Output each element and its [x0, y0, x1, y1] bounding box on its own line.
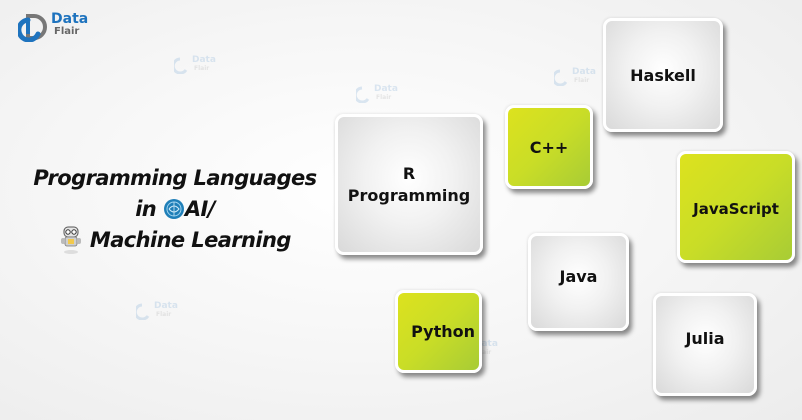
tile-r-programming: R Programming: [335, 114, 483, 255]
watermark-logo: Data Flair: [356, 85, 400, 105]
watermark-subtext: Flair: [476, 349, 492, 356]
dataflair-logo: Data Flair: [18, 10, 88, 44]
tile-r-label-line2: Programming: [347, 185, 471, 205]
watermark-icon: [356, 86, 370, 103]
watermark-icon: [174, 57, 188, 74]
tile-javascript: JavaScript: [677, 151, 795, 263]
title-machine-learning: Machine Learning: [89, 228, 291, 252]
title-ai: AI/: [184, 197, 216, 221]
watermark-text: Data: [374, 84, 398, 94]
tile-cpp-label: C++: [529, 137, 569, 157]
watermark-logo: Data Flair: [554, 68, 598, 88]
watermark-logo: Data Flair: [174, 56, 218, 76]
title-line-2: in AI/: [30, 194, 320, 225]
watermark-subtext: Flair: [574, 77, 590, 84]
watermark-text: Data: [154, 301, 178, 311]
tile-haskell: Haskell: [603, 18, 723, 132]
tile-julia: Julia: [653, 293, 757, 396]
title-in: in: [135, 197, 157, 221]
watermark-text: Data: [572, 67, 596, 77]
watermark-logo: Data Flair: [136, 302, 180, 322]
title-line-1: Programming Languages: [33, 166, 317, 190]
tile-python-label: Python: [411, 322, 475, 341]
watermark-subtext: Flair: [156, 311, 172, 318]
tile-python: Python: [395, 290, 482, 373]
dataflair-logo-icon: [18, 14, 47, 42]
tile-r-label-line1: R: [402, 163, 416, 183]
watermark-subtext: Flair: [376, 94, 392, 101]
tile-javascript-label: JavaScript: [693, 200, 779, 218]
logo-text-flair: Flair: [54, 26, 80, 37]
watermark-subtext: Flair: [194, 65, 210, 72]
tile-julia-label: Julia: [685, 329, 725, 348]
watermark-text: Data: [474, 339, 498, 349]
brain-globe-icon: [163, 199, 184, 219]
page-title: Programming Languages in AI/ Machine Lea…: [30, 163, 320, 256]
robot-icon: [61, 226, 82, 254]
title-line-3: Machine Learning: [30, 225, 320, 256]
tile-java-label: Java: [559, 266, 598, 286]
watermark-text: Data: [192, 55, 216, 65]
tile-haskell-label: Haskell: [630, 65, 696, 85]
watermark-icon: [554, 69, 568, 86]
watermark-icon: [136, 303, 150, 320]
tile-java: Java: [528, 233, 629, 331]
logo-text-data: Data: [51, 11, 89, 27]
tile-cpp: C++: [505, 105, 593, 189]
